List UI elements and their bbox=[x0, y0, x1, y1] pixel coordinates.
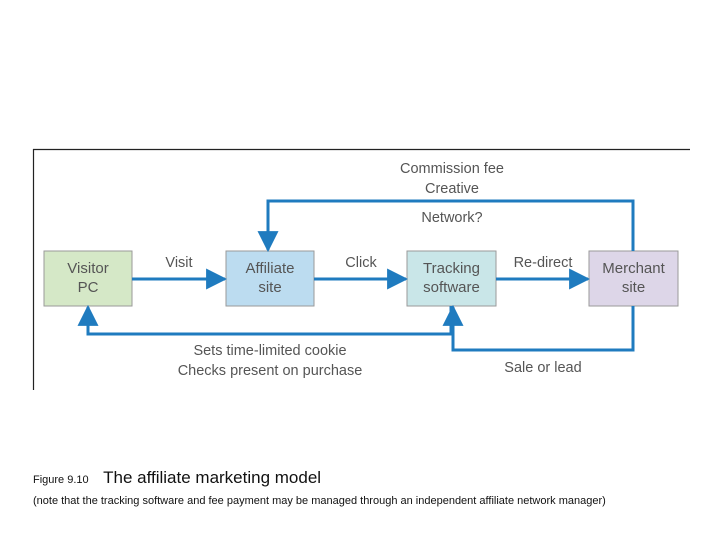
node-affiliate-site: Affiliate site bbox=[225, 250, 315, 307]
node-visitor-line2: PC bbox=[78, 279, 99, 296]
figure-note: (note that the tracking software and fee… bbox=[33, 495, 606, 507]
node-merchant-site: Merchant site bbox=[588, 250, 679, 307]
label-commission-fee: Commission fee bbox=[400, 161, 504, 177]
label-creative: Creative bbox=[425, 181, 479, 197]
label-cookie-line2: Checks present on purchase bbox=[178, 363, 363, 379]
label-redirect: Re-direct bbox=[514, 255, 573, 271]
node-affiliate-line1: Affiliate bbox=[246, 260, 295, 277]
node-merchant-line2: site bbox=[622, 279, 645, 296]
affiliate-marketing-diagram: Visitor PC Affiliate site Tracking softw… bbox=[32, 148, 690, 390]
figure-title: The affiliate marketing model bbox=[103, 468, 322, 487]
figure-caption: Figure 9.10 The affiliate marketing mode… bbox=[33, 468, 321, 488]
node-tracking-line1: Tracking bbox=[423, 260, 480, 277]
arrow-sets-cookie bbox=[77, 304, 453, 336]
label-click: Click bbox=[345, 255, 377, 271]
label-network: Network? bbox=[421, 210, 482, 226]
node-tracking-line2: software bbox=[423, 279, 480, 296]
node-visitor-line1: Visitor bbox=[67, 260, 108, 277]
label-cookie-line1: Sets time-limited cookie bbox=[193, 343, 346, 359]
label-visit: Visit bbox=[165, 255, 192, 271]
figure-number: Figure 9.10 bbox=[33, 474, 89, 486]
node-merchant-line1: Merchant bbox=[602, 260, 665, 277]
node-visitor-pc: Visitor PC bbox=[43, 250, 133, 307]
label-sale-or-lead: Sale or lead bbox=[504, 360, 581, 376]
node-affiliate-line2: site bbox=[258, 279, 281, 296]
node-tracking-software: Tracking software bbox=[406, 250, 497, 307]
arrow-commission-fee bbox=[257, 199, 635, 253]
arrow-sale-or-lead bbox=[442, 304, 635, 352]
